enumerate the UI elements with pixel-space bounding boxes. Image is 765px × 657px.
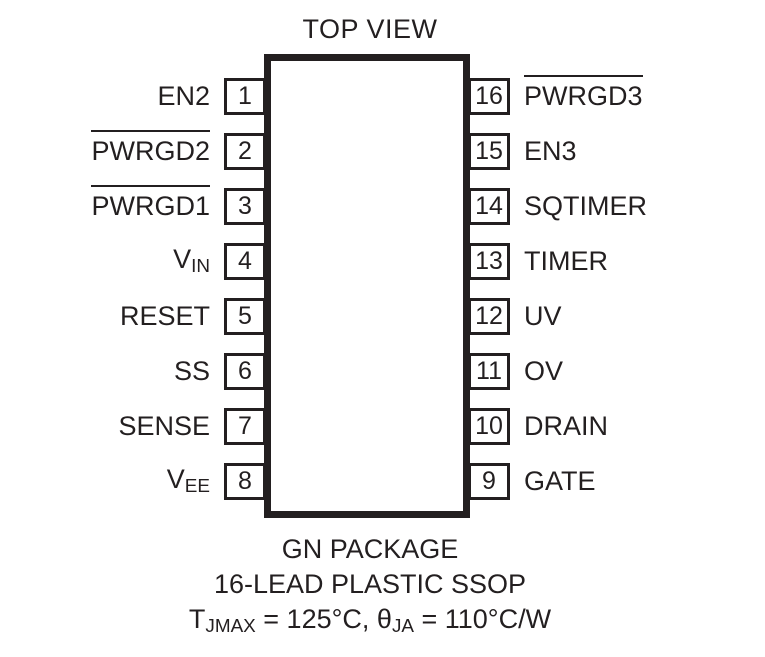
pin-number-box: 1 xyxy=(224,78,266,115)
pin-label-text: V xyxy=(173,243,192,274)
pin-row: VIN 4 xyxy=(0,243,266,280)
tjmax-subscript: JMAX xyxy=(205,616,256,638)
pin-label-text: GATE xyxy=(524,466,596,496)
pin-label-text: PWRGD3 xyxy=(524,74,643,111)
pin-label: SQTIMER xyxy=(524,193,647,220)
pin-label: GATE xyxy=(524,468,596,495)
pin-label: DRAIN xyxy=(524,413,608,440)
pin-label-text: V xyxy=(166,463,185,494)
pin-row: SENSE 7 xyxy=(0,408,266,445)
pin-row: VEE 8 xyxy=(0,463,266,500)
pin-label-text: DRAIN xyxy=(524,411,609,441)
pin-label: SENSE xyxy=(118,413,210,440)
pin-label: EN2 xyxy=(157,83,210,110)
pin-number-box: 8 xyxy=(224,463,266,500)
pin-row: 15 EN3 xyxy=(468,133,765,170)
pin-number-box: 13 xyxy=(468,243,510,280)
pin-row: SS 6 xyxy=(0,353,266,390)
tjmax-value: = 125°C, xyxy=(255,604,377,634)
pin-label-text: SS xyxy=(173,356,210,386)
pin-row: PWRGD2 2 xyxy=(0,129,266,170)
pin-number-box: 4 xyxy=(224,243,266,280)
pin-label: PWRGD1 xyxy=(91,184,210,221)
pin-row: 14 SQTIMER xyxy=(468,188,765,225)
caption-line-thermal-specs: TJMAX = 125°C, θJA = 110°C/W xyxy=(0,602,740,644)
pin-number-box: 9 xyxy=(468,463,510,500)
pin-number-box: 10 xyxy=(468,408,510,445)
pin-number-box: 11 xyxy=(468,353,510,390)
pin-label: PWRGD2 xyxy=(91,129,210,166)
pin-label-subscript: IN xyxy=(191,256,210,278)
pin-label-subscript: EE xyxy=(184,476,210,498)
pin-label: TIMER xyxy=(524,248,608,275)
theta-ja-subscript: JA xyxy=(391,616,414,638)
caption-line-lead-count: 16-LEAD PLASTIC SSOP xyxy=(213,569,527,599)
pin-label-text: TIMER xyxy=(524,246,608,276)
pin-label: SS xyxy=(174,358,210,385)
page-title: TOP VIEW xyxy=(302,14,438,44)
pin-row: 9 GATE xyxy=(468,463,765,500)
tjmax-symbol: T xyxy=(188,604,206,634)
package-caption: GN PACKAGE 16-LEAD PLASTIC SSOP TJMAX = … xyxy=(0,532,740,644)
pin-row: EN2 1 xyxy=(0,78,266,115)
pin-row: PWRGD1 3 xyxy=(0,184,266,225)
pin-label-text: EN2 xyxy=(157,81,210,111)
pin-label-text: EN3 xyxy=(524,136,577,166)
pin-number-box: 5 xyxy=(224,298,266,335)
pin-label-text: PWRGD1 xyxy=(91,184,210,221)
pin-label-text: SQTIMER xyxy=(524,191,648,221)
pin-number-box: 14 xyxy=(468,188,510,225)
pin-row: 13 TIMER xyxy=(468,243,765,280)
pin-row: 10 DRAIN xyxy=(468,408,765,445)
caption-line-package-name: GN PACKAGE xyxy=(281,534,459,564)
pin-number-box: 3 xyxy=(224,188,266,225)
pin-number-box: 15 xyxy=(468,133,510,170)
pin-label: VEE xyxy=(166,463,210,498)
pin-label-text: RESET xyxy=(119,301,210,331)
pin-label: UV xyxy=(524,303,562,330)
pin-row: 12 UV xyxy=(468,298,765,335)
pin-label-text: SENSE xyxy=(118,411,210,441)
theta-ja-symbol: θ xyxy=(376,604,392,634)
pin-label-text: OV xyxy=(524,356,564,386)
pin-label: RESET xyxy=(120,303,210,330)
pin-number-box: 12 xyxy=(468,298,510,335)
pin-label-text: PWRGD2 xyxy=(91,129,210,166)
pin-row: 16 PWRGD3 xyxy=(468,74,765,115)
package-body-outline xyxy=(264,54,470,518)
pin-number-box: 2 xyxy=(224,133,266,170)
pin-label: EN3 xyxy=(524,138,577,165)
pin-number-box: 16 xyxy=(468,78,510,115)
pin-row: 11 OV xyxy=(468,353,765,390)
pin-label: VIN xyxy=(173,243,210,278)
theta-ja-value: = 110°C/W xyxy=(413,604,552,634)
pin-label-text: UV xyxy=(524,301,562,331)
pin-label: OV xyxy=(524,358,563,385)
pin-label: PWRGD3 xyxy=(524,74,643,111)
pin-number-box: 7 xyxy=(224,408,266,445)
pin-row: RESET 5 xyxy=(0,298,266,335)
pin-number-box: 6 xyxy=(224,353,266,390)
